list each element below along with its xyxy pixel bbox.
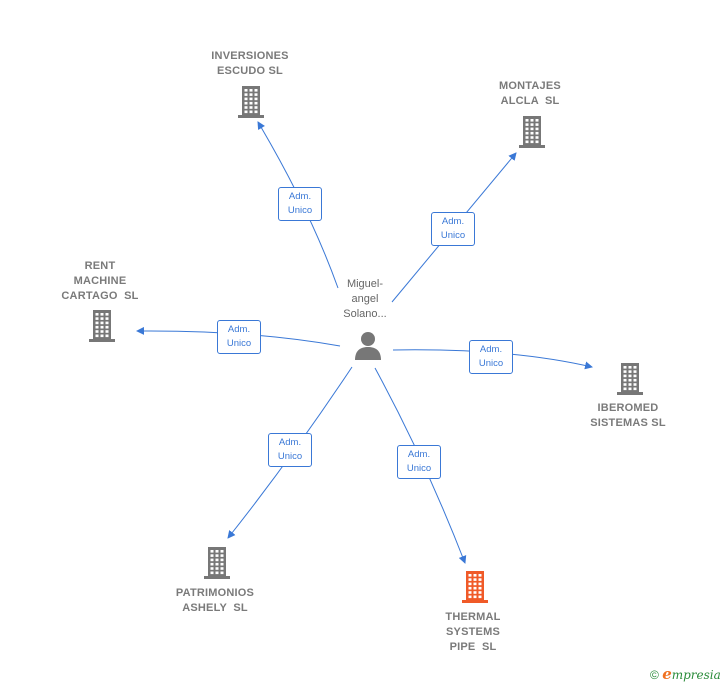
- relation-label[interactable]: Adm.Unico: [469, 340, 513, 374]
- relation-label[interactable]: Adm.Unico: [217, 320, 261, 354]
- center-person-label[interactable]: Miguel- angel Solano...: [343, 278, 387, 320]
- building-icon[interactable]: [86, 309, 118, 343]
- copyright-symbol: ©: [650, 668, 659, 682]
- person-icon[interactable]: [353, 330, 383, 360]
- relation-label[interactable]: Adm.Unico: [397, 445, 441, 479]
- building-icon[interactable]: [201, 546, 233, 580]
- building-icon[interactable]: [614, 362, 646, 396]
- relation-label[interactable]: Adm.Unico: [268, 433, 312, 467]
- building-icon[interactable]: [516, 115, 548, 149]
- footer-brand: © empresia: [650, 665, 721, 683]
- empresia-logo: empresia: [662, 665, 721, 683]
- relation-label[interactable]: Adm.Unico: [278, 187, 322, 221]
- building-icon[interactable]: [235, 85, 267, 119]
- relation-label[interactable]: Adm.Unico: [431, 212, 475, 246]
- building-icon-highlighted[interactable]: [459, 570, 491, 604]
